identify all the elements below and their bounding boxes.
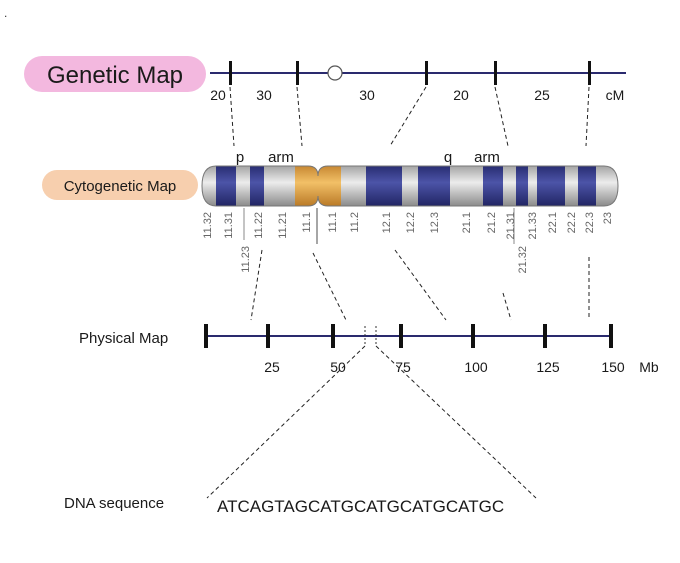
cytogenetic-map: Cytogenetic Map p arm q arm 11.32 11.31 … [42, 149, 619, 274]
corner-mark: . [4, 6, 7, 20]
chromosome-band [578, 166, 596, 206]
band-label: 21.2 [486, 212, 498, 233]
band-label: 11.31 [223, 212, 235, 239]
physical-tick-label: 75 [395, 359, 411, 375]
physical-tick-label: 150 [601, 359, 625, 375]
band-label: 21.31 [505, 212, 517, 240]
dna-sequence-text: ATCAGTAGCATGCATGCATGCATGC [217, 497, 504, 516]
band-label: 12.3 [429, 212, 441, 233]
band-label: 22.3 [584, 212, 596, 233]
band-label: 11.1 [327, 212, 339, 233]
band-label: 21.1 [461, 212, 473, 233]
p-arm-word: arm [268, 149, 294, 166]
physical-map-tick [609, 324, 613, 348]
chromosome-band [366, 166, 402, 206]
band-label: 11.21 [277, 212, 289, 239]
physical-tick-label: 125 [536, 359, 560, 375]
physical-map-tick [543, 324, 547, 348]
chromosome-band [516, 166, 528, 206]
band-label: 12.1 [381, 212, 393, 233]
band-label: 11.32 [202, 212, 214, 239]
band-labels: 11.32 11.31 11.22 11.21 11.1 11.1 11.2 1… [202, 212, 614, 274]
band-label: 12.2 [405, 212, 417, 233]
genetic-map-label-pill [24, 56, 206, 92]
physical-map-tick [399, 324, 403, 348]
physical-map-title: Physical Map [79, 330, 168, 347]
cytogenetic-map-label-pill [42, 170, 198, 200]
genetic-map-marker [296, 61, 299, 85]
physical-tick-label: 25 [264, 359, 280, 375]
chromosome-band [483, 166, 503, 206]
band-label: 11.22 [253, 212, 265, 239]
p-arm-letter: p [236, 149, 244, 166]
chromosome-band [537, 166, 565, 206]
band-label: 11.1 [301, 212, 313, 233]
cyto-to-physical-connectors [250, 249, 590, 321]
genetic-map: Genetic Map 20 30 30 20 25 cM [24, 56, 626, 103]
chromosome-centromere [295, 166, 341, 206]
physical-map: Physical Map 25 50 75 100 125 150 Mb [79, 324, 659, 375]
physical-tick-label: 100 [464, 359, 488, 375]
genetic-map-centromere-circle [327, 65, 343, 81]
q-arm-letter: q [444, 149, 452, 166]
genetic-map-marker [425, 61, 428, 85]
genetic-map-title: Genetic Map [47, 62, 183, 89]
band-label: 21.32 [517, 246, 529, 274]
chromosome-outline [201, 165, 619, 207]
physical-to-dna-connectors [206, 345, 537, 499]
chromosome-band [216, 166, 236, 206]
band-label: 23 [602, 212, 614, 224]
q-arm-word: arm [474, 149, 500, 166]
cytogenetic-map-title: Cytogenetic Map [64, 178, 177, 195]
genetic-distance-label: 25 [534, 87, 550, 103]
physical-tick-label: 50 [330, 359, 346, 375]
chromosome-band [418, 166, 450, 206]
genetic-distance-label: 30 [359, 87, 375, 103]
genetic-map-marker [229, 61, 232, 85]
genetic-distance-label: 20 [453, 87, 469, 103]
band-label: 22.2 [566, 212, 578, 233]
genetic-distance-label: 30 [256, 87, 272, 103]
chromosome-band [250, 166, 264, 206]
genetic-to-cyto-connectors [229, 86, 590, 147]
band-label: 11.23 [240, 246, 252, 273]
genetic-map-marker [494, 61, 497, 85]
band-label: 21.33 [527, 212, 539, 240]
physical-map-unit: Mb [639, 359, 659, 375]
physical-map-tick [471, 324, 475, 348]
dna-sequence-row: DNA sequence ATCAGTAGCATGCATGCATGCATGC [64, 495, 504, 516]
genetic-map-unit: cM [606, 87, 625, 103]
physical-map-tick [331, 324, 335, 348]
genetic-distance-label: 20 [210, 87, 226, 103]
chromosome [202, 166, 618, 206]
band-label: 11.2 [349, 212, 361, 233]
dna-sequence-title: DNA sequence [64, 495, 164, 512]
physical-map-tick [266, 324, 270, 348]
band-label: 22.1 [547, 212, 559, 233]
physical-map-tick [204, 324, 208, 348]
genetic-map-marker [588, 61, 591, 85]
